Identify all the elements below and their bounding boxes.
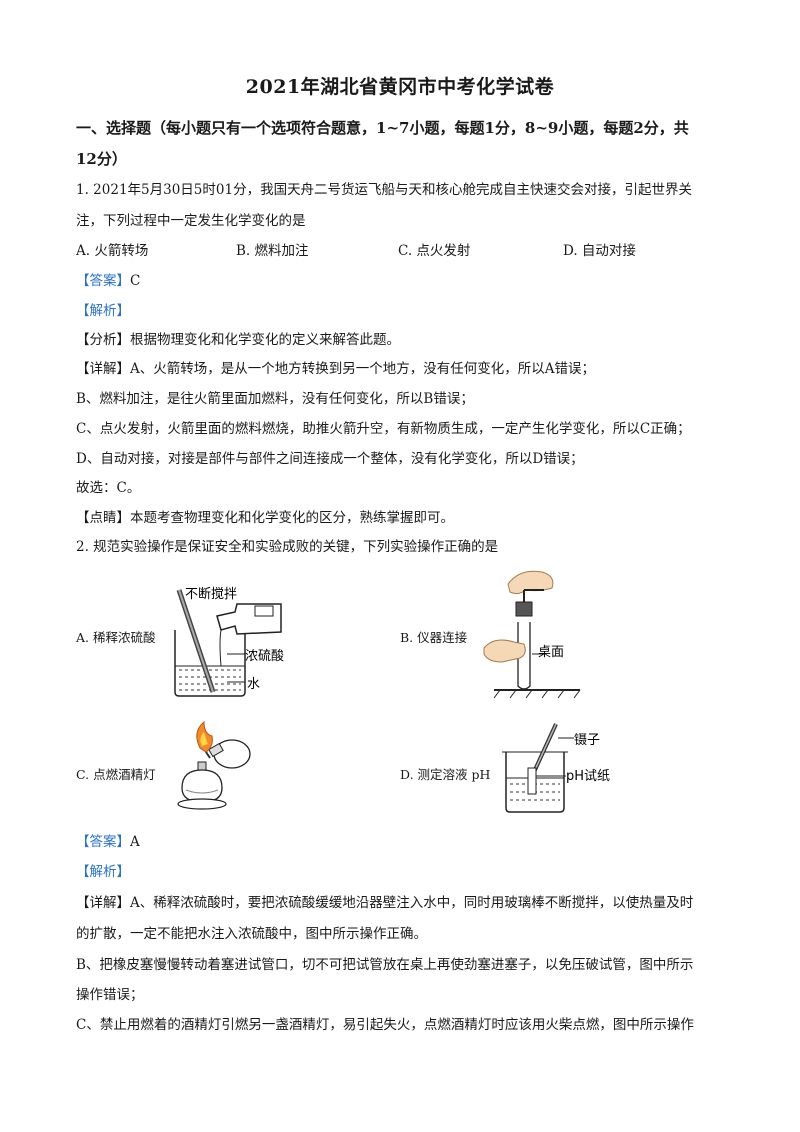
q1-detail-c: C、点火发射，火箭里面的燃料燃烧，助推火箭升空，有新物质生成，一定产生化学变化，… [76, 421, 691, 437]
detail-tag: 【详解】 [76, 361, 130, 377]
q1-analysis-heading: 【解析】 [76, 301, 130, 321]
analysis-tag: 【解析】 [76, 303, 130, 319]
q1-choose: 故选：C。 [76, 480, 141, 496]
q1-option-d: D. 自动对接 [563, 243, 636, 259]
fig-d-diagram: 镊子 pH试纸 [502, 723, 610, 813]
fig-a-label: A. 稀释浓硫酸 [76, 630, 156, 645]
q2-analysis-heading: 【解析】 [76, 862, 130, 882]
fig-b-label: B. 仪器连接 [400, 630, 468, 645]
dianjing-text: 本题考查物理变化和化学变化的区分，熟练掌握即可。 [130, 510, 454, 526]
q1-detail-b: B、燃料加注，是往火箭里面加燃料，没有任何变化，所以B错误； [76, 391, 474, 407]
q2-stem: 2. 规范实验操作是保证安全和实验成败的关键，下列实验操作正确的是 [76, 539, 499, 555]
ph-paper-label: pH试纸 [566, 769, 610, 784]
q1-fenxi: 【分析】根据物理变化和化学变化的定义来解答此题。 [76, 330, 400, 350]
fig-d-label: D. 测定溶液 pH [400, 767, 491, 782]
q2-detail-a: 【详解】A、稀释浓硫酸时，要把浓硫酸缓缓地沿器壁注入水中，同时用玻璃棒不断搅拌，… [76, 893, 693, 913]
q1-detail-d: D、自动对接，对接是部件与部件之间连接成一个整体，没有化学变化，所以D错误； [76, 451, 584, 467]
q1-dianjing: 【点睛】本题考查物理变化和化学变化的区分，熟练掌握即可。 [76, 508, 454, 528]
section-heading: 一、选择题（每小题只有一个选项符合题意，1~7小题，每题1分，8~9小题，每题2… [76, 119, 689, 137]
page-title: 2021年湖北省黄冈市中考化学试卷 [245, 76, 555, 98]
fig-c-diagram [177, 720, 251, 810]
table-label: 桌面 [538, 645, 564, 660]
tweezer-label: 镊子 [574, 733, 600, 748]
q1-option-b: B. 燃料加注 [236, 243, 309, 259]
q1-option-a: A. 火箭转场 [76, 243, 149, 259]
q1-detail-a: 【详解】A、火箭转场，是从一个地方转换到另一个地方，没有任何变化，所以A错误； [76, 359, 595, 379]
q1-stem: 1. 2021年5月30日5时01分，我国天舟二号货运飞船与天和核心舱完成自主快… [76, 182, 693, 198]
answer-tag: 【答案】 [76, 273, 130, 289]
q2-detail-a-cont: 的扩散，一定不能把水注入浓硫酸中，图中所示操作正确。 [76, 926, 427, 942]
q1-option-c: C. 点火发射 [398, 243, 471, 259]
detail-tag: 【详解】 [76, 895, 130, 911]
acid-label: 浓硫酸 [245, 649, 284, 664]
q2-detail-b-cont: 操作错误； [76, 987, 144, 1003]
answer-tag: 【答案】 [76, 834, 130, 850]
q2-answer: 【答案】A [76, 832, 140, 852]
detail-a-text: A、火箭转场，是从一个地方转换到另一个地方，没有任何变化，所以A错误； [130, 361, 595, 377]
q1-answer: 【答案】C [76, 271, 140, 291]
answer-value: C [130, 273, 141, 289]
fig-c-label: C. 点燃酒精灯 [76, 767, 156, 782]
dianjing-tag: 【点睛】 [76, 510, 130, 526]
q2-detail-c: C、禁止用燃着的酒精灯引燃另一盏酒精灯，易引起失火，点燃酒精灯时应该用火柴点燃，… [76, 1017, 694, 1033]
answer-value: A [130, 834, 140, 850]
detail-a-text: A、稀释浓硫酸时，要把浓硫酸缓缓地沿器壁注入水中，同时用玻璃棒不断搅拌，以使热量… [130, 895, 694, 911]
fenxi-tag: 【分析】 [76, 332, 130, 348]
section-heading-cont: 12分） [76, 150, 127, 168]
stir-label: 不断搅拌 [185, 586, 237, 602]
water-label: 水 [247, 677, 260, 692]
fig-b-diagram: 桌面 [483, 570, 581, 699]
fig-a-diagram: 不断搅拌 浓硫酸 水 [174, 586, 284, 697]
fenxi-text: 根据物理变化和化学变化的定义来解答此题。 [130, 332, 400, 348]
q1-stem-cont: 注，下列过程中一定发生化学变化的是 [76, 213, 306, 229]
analysis-tag: 【解析】 [76, 864, 130, 880]
q2-detail-b: B、把橡皮塞慢慢转动着塞进试管口，切不可把试管放在桌上再使劲塞进塞子，以免压破试… [76, 957, 694, 973]
